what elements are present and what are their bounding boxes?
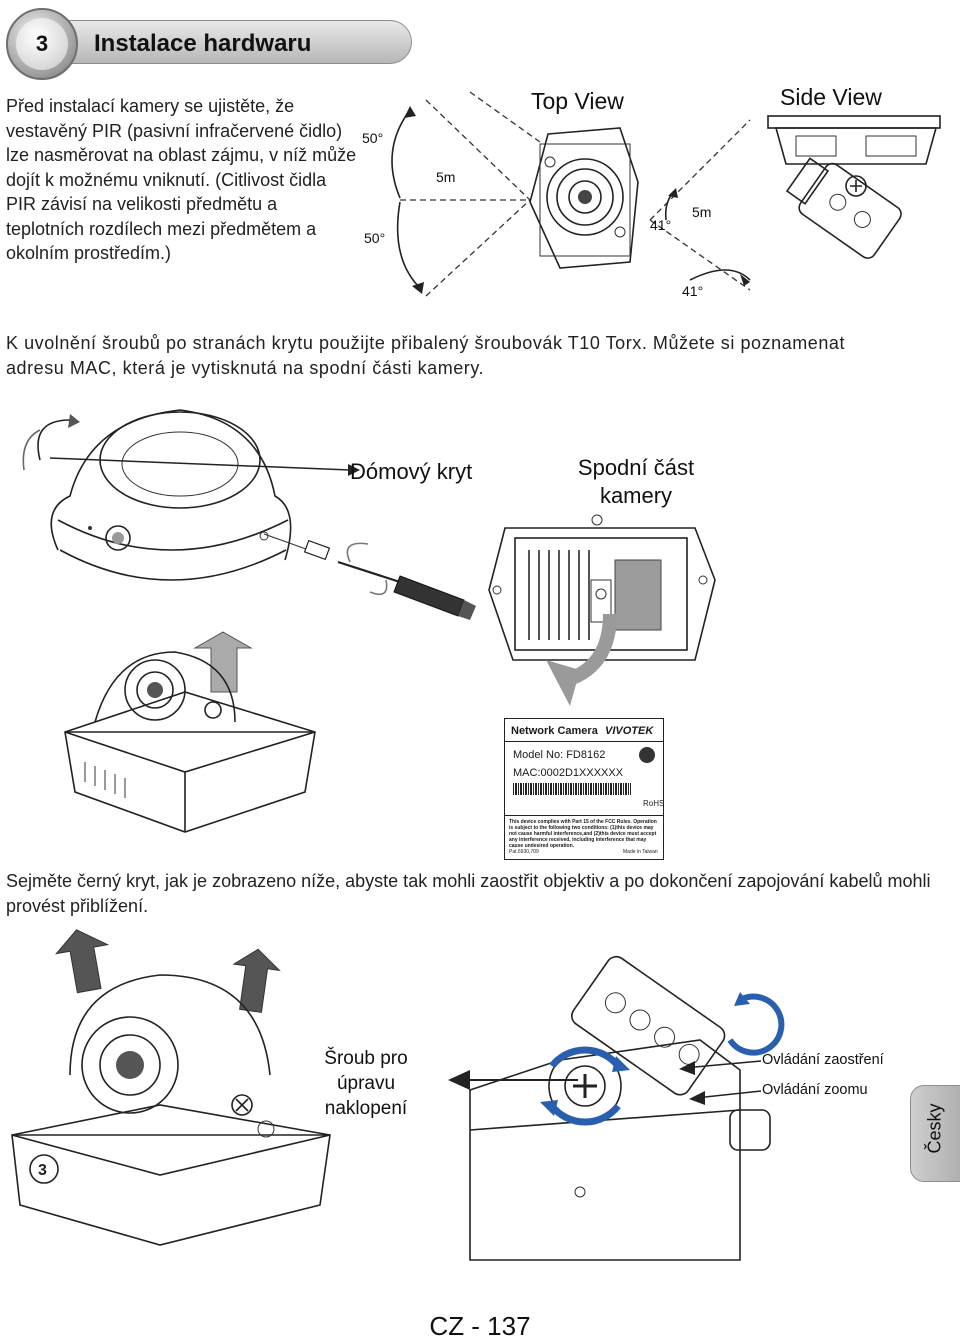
- tilt-screw-label: Šroub pro úpravu naklopení: [324, 1048, 408, 1119]
- language-tab-label: Česky: [924, 1103, 945, 1154]
- camera-bottom-label: Spodní část kamery: [577, 455, 695, 508]
- mac-label-rohs: RoHS: [643, 799, 665, 808]
- focus-control-label: Ovládání zaostření: [762, 1052, 884, 1068]
- screwdriver-illustration: [263, 533, 476, 620]
- camera-bottom-plate-illustration: [488, 514, 716, 661]
- svg-text:3: 3: [38, 1162, 47, 1179]
- dome-cover-label: Dómový kryt: [350, 459, 473, 484]
- curved-arrow-to-label: [546, 613, 617, 706]
- black-cover-removal-illustration: 3: [11, 929, 331, 1246]
- camera-base-illustration: [64, 631, 316, 833]
- pir-distance-left: 5m: [436, 169, 456, 185]
- pir-angle-top: 50°: [362, 130, 384, 146]
- mac-label-mac: MAC:0002D1XXXXXX: [513, 767, 624, 779]
- focus-zoom-arrows: [679, 1060, 762, 1105]
- pir-angle-bottom: 50°: [364, 230, 386, 246]
- side-angle-2: 41°: [682, 283, 704, 299]
- section-title: Instalace hardwaru: [94, 30, 312, 57]
- mac-label-pat: Pat.6930,709: [509, 849, 539, 855]
- top-view-camera-illustration: [469, 91, 639, 269]
- certification-logo: [639, 747, 655, 763]
- mac-label-brand: VIVOTEK: [605, 725, 654, 737]
- side-distance: 5m: [692, 204, 712, 220]
- mac-label-fcc: This device complies with Part 15 of the…: [509, 819, 657, 849]
- top-view-label: Top View: [531, 88, 624, 114]
- screw-paragraph: K uvolnění šroubů po stranách krytu použ…: [6, 333, 846, 378]
- tilt-screw-arrow: [448, 1070, 578, 1090]
- tilt-focus-zoom-illustration: [469, 955, 785, 1261]
- pir-fan-diagram: [391, 99, 531, 297]
- mac-address-label: Network Camera VIVOTEK Model No: FD8162 …: [504, 718, 664, 860]
- cover-paragraph: Sejměte černý kryt, jak je zobrazeno níž…: [6, 871, 931, 916]
- mac-label-model: Model No: FD8162: [513, 749, 606, 761]
- side-view-label: Side View: [780, 84, 882, 110]
- zoom-control-label: Ovládání zoomu: [762, 1082, 868, 1098]
- mac-label-title: Network Camera: [511, 725, 598, 737]
- intro-paragraph: Před instalací kamery se ujistěte, že ve…: [6, 96, 357, 263]
- mac-barcode: [513, 783, 631, 795]
- dome-cover-illustration: [22, 409, 360, 581]
- section-number: 3: [16, 18, 68, 70]
- side-view-camera-illustration: [767, 115, 941, 259]
- top-view-fan-lines: [649, 119, 751, 291]
- side-angle-1: 41°: [650, 217, 672, 233]
- language-tab: [910, 1085, 960, 1182]
- mac-label-made-in: Made in Taiwan: [623, 849, 658, 855]
- page-number: CZ - 137: [429, 1311, 531, 1341]
- section-header-bar: [30, 20, 412, 64]
